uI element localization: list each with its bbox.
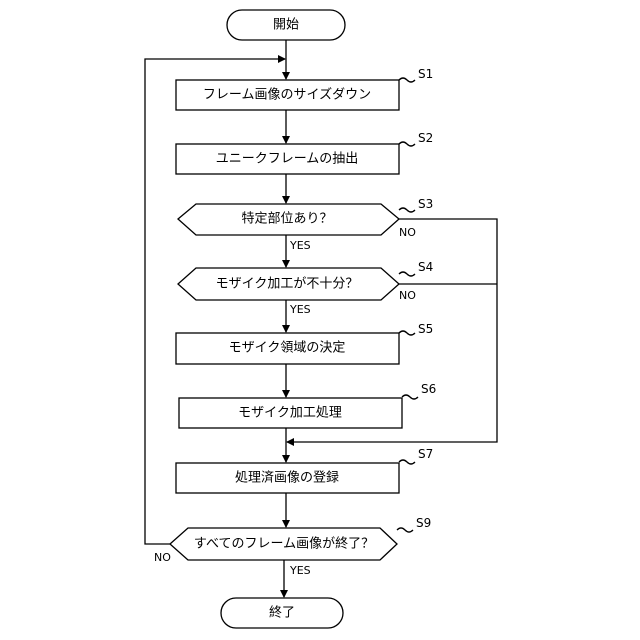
s9-no-label: NO: [154, 551, 171, 564]
step-s6-leader: [402, 395, 418, 399]
flow-connectors: [145, 40, 497, 597]
decision-s4-label: モザイク加工が不十分？: [216, 277, 359, 292]
step-s4-leader: [399, 272, 415, 276]
decision-s9-label: すべてのフレーム画像が終了？: [194, 536, 374, 552]
step-s3-id: S3: [418, 197, 433, 211]
s4-yes-label: YES: [289, 303, 311, 316]
step-s1-label: フレーム画像のサイズダウン: [203, 87, 371, 103]
step-s1-leader: [399, 78, 415, 82]
step-s6-box: モザイク加工処理: [179, 398, 402, 428]
step-s5-leader: [399, 331, 415, 335]
decision-s9: すべてのフレーム画像が終了？: [170, 528, 397, 560]
step-s5-id: S5: [418, 322, 433, 336]
step-s5-box: モザイク領域の決定: [176, 333, 399, 364]
end-terminal: 終了: [221, 598, 343, 628]
step-s7-id: S7: [418, 447, 433, 461]
step-s4-id: S4: [418, 260, 433, 274]
end-label: 終了: [269, 605, 295, 621]
start-terminal: 開始: [227, 10, 345, 40]
step-s2-id: S2: [418, 131, 433, 145]
s4-no-label: NO: [399, 289, 416, 302]
start-label: 開始: [273, 18, 299, 33]
decision-s3-label: 特定部位あり？: [241, 212, 332, 227]
step-s2-box: ユニークフレームの抽出: [176, 144, 399, 174]
step-s1-box: フレーム画像のサイズダウン: [176, 80, 399, 110]
s3-no-label: NO: [399, 226, 416, 239]
step-s7-box: 処理済画像の登録: [176, 463, 399, 493]
decision-s3: 特定部位あり？: [178, 204, 399, 235]
step-s5-label: モザイク領域の決定: [229, 340, 346, 356]
step-s2-label: ユニークフレームの抽出: [216, 152, 359, 167]
step-s6-label: モザイク加工処理: [238, 406, 342, 421]
step-s3-leader: [399, 208, 415, 212]
step-s7-label: 処理済画像の登録: [235, 470, 339, 486]
step-s7-leader: [399, 460, 415, 464]
step-s9-leader: [397, 528, 413, 532]
step-s6-id: S6: [421, 382, 436, 396]
step-s1-id: S1: [418, 67, 433, 81]
s9-yes-label: YES: [289, 564, 311, 577]
step-s9-id: S9: [416, 516, 431, 530]
s3-yes-label: YES: [289, 239, 311, 252]
decision-s4: モザイク加工が不十分？: [178, 268, 399, 300]
step-s2-leader: [399, 142, 415, 146]
